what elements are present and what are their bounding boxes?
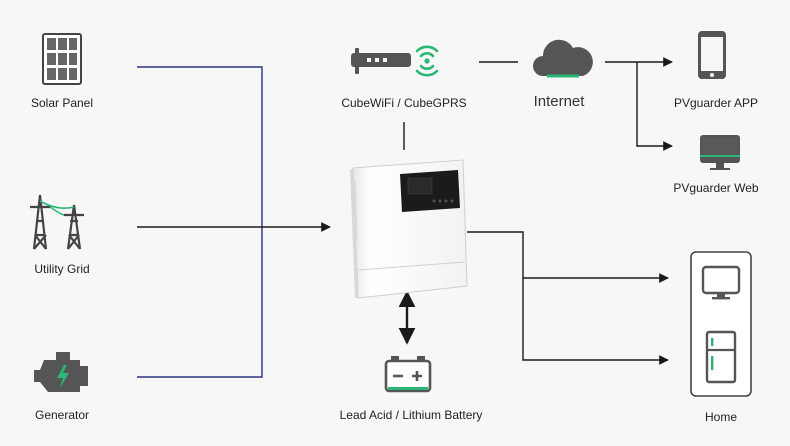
power-tower-icon — [30, 194, 84, 250]
web-line — [636, 62, 673, 151]
engine-icon — [34, 352, 88, 392]
app-label: PVguarder APP — [673, 96, 759, 110]
fridge-icon — [705, 330, 737, 384]
battery-label: Lead Acid / Lithium Battery — [339, 408, 483, 422]
cube-label: CubeWiFi / CubeGPRS — [341, 96, 467, 110]
utility-grid-label: Utility Grid — [34, 262, 90, 276]
wifi-dongle-icon — [351, 45, 439, 77]
generator-label: Generator — [34, 408, 90, 422]
monitor-icon — [700, 135, 740, 170]
tv-icon — [701, 265, 741, 300]
cloud-icon — [533, 39, 593, 78]
battery-icon — [384, 356, 432, 393]
connection-lines — [137, 57, 673, 378]
solar-panel-label: Solar Panel — [30, 96, 94, 110]
smartphone-icon — [698, 31, 726, 79]
web-label: PVguarder Web — [673, 181, 759, 195]
home-line-2 — [522, 278, 669, 365]
solar-panel-icon — [42, 33, 82, 85]
home-box — [690, 251, 752, 397]
solar-line — [137, 66, 263, 378]
home-label: Home — [704, 410, 738, 424]
home-line-1 — [467, 231, 669, 283]
internet-label: Internet — [533, 93, 585, 110]
inverter-icon — [350, 159, 468, 299]
